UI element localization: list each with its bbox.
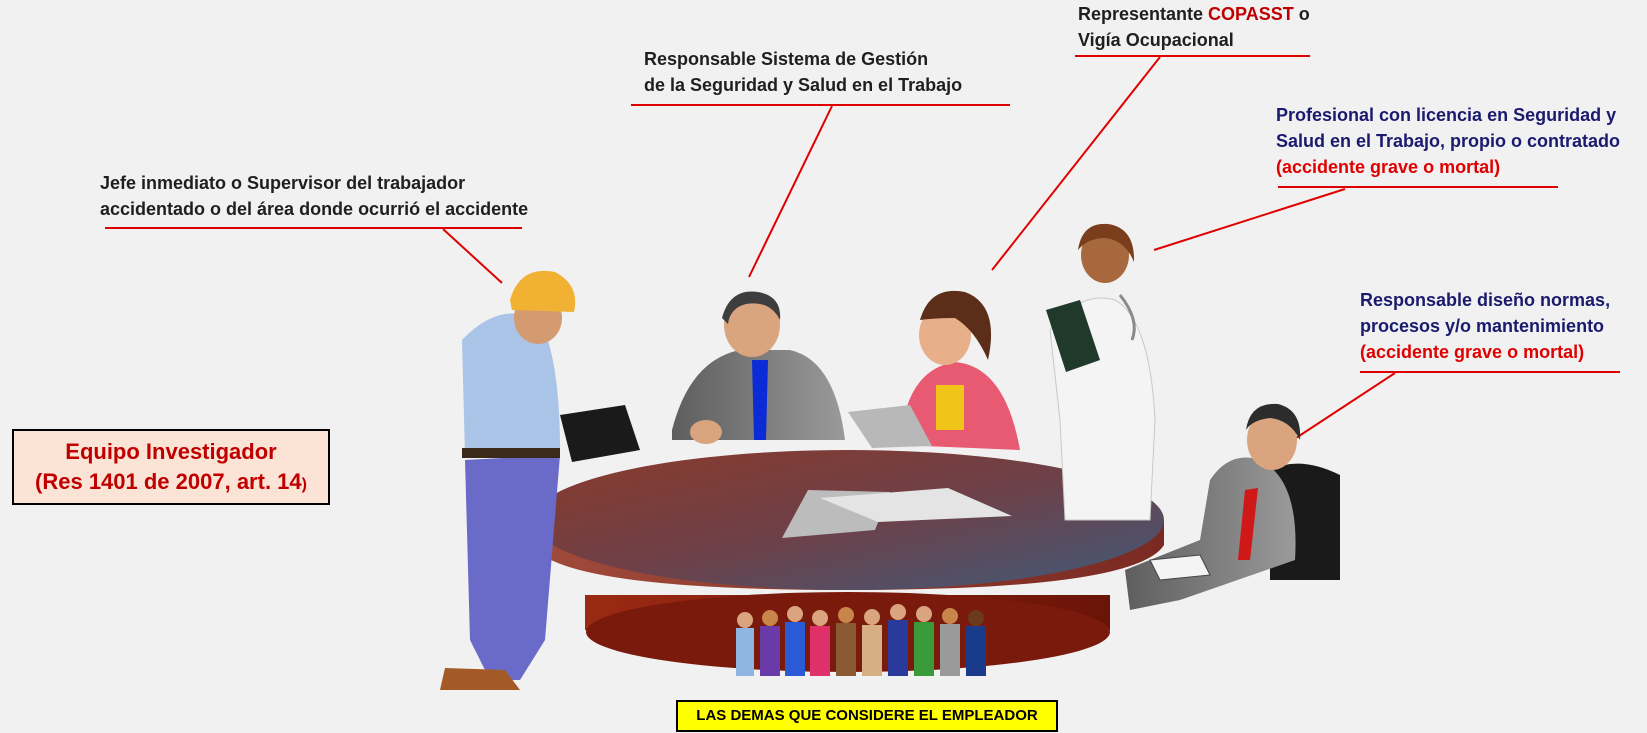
label-profesional-line2: Salud en el Trabajo, propio o contratado (1276, 131, 1621, 151)
label-sgsst-line2: de la Seguridad y Salud en el Trabajo (644, 75, 963, 95)
label-profesional: Profesional con licencia en Seguridad y … (1276, 102, 1620, 180)
label-copasst: Representante COPASST o Vigía Ocupaciona… (1078, 1, 1310, 53)
connector-diseno (1295, 372, 1396, 439)
equipo-subtitle-close: ) (301, 476, 307, 493)
label-profesional-line1: Profesional con licencia en Seguridad y (1276, 105, 1617, 125)
equipo-title: Equipo Investigador (65, 439, 277, 464)
connector-sgsst (748, 105, 833, 278)
label-jefe-line2: accidentado o del área donde ocurrió el … (100, 199, 529, 219)
label-jefe: Jefe inmediato o Supervisor del trabajad… (100, 170, 528, 222)
equipo-subtitle: (Res 1401 de 2007, art. 14) (14, 467, 328, 500)
equipo-investigador-box: Equipo Investigador (Res 1401 de 2007, a… (12, 429, 330, 505)
label-diseno-line3: (accidente grave o mortal) (1360, 342, 1585, 362)
doctor-figure (1046, 223, 1156, 521)
seated-woman-figure (848, 290, 1020, 450)
label-profesional-line3: (accidente grave o mortal) (1276, 157, 1501, 177)
label-copasst-line2: Vigía Ocupacional (1078, 30, 1234, 50)
connector-jefe (442, 228, 503, 284)
seated-man-figure (672, 291, 845, 444)
label-copasst-suffix: o (1293, 4, 1310, 24)
writing-man-figure (1125, 403, 1340, 610)
connector-profesional (1153, 188, 1346, 251)
label-sgsst: Responsable Sistema de Gestión de la Seg… (644, 46, 962, 98)
employee-group-figure (736, 604, 986, 676)
label-jefe-line1: Jefe inmediato o Supervisor del trabajad… (100, 173, 466, 193)
label-sgsst-line1: Responsable Sistema de Gestión (644, 49, 929, 69)
demas-empleador-box: LAS DEMAS QUE CONSIDERE EL EMPLEADOR (676, 700, 1058, 732)
label-diseno-line1: Responsable diseño normas, (1360, 290, 1611, 310)
connector-copasst (991, 56, 1161, 271)
equipo-subtitle-text: (Res 1401 de 2007, art. 14 (35, 469, 302, 494)
label-diseno: Responsable diseño normas, procesos y/o … (1360, 287, 1610, 365)
worker-figure (440, 270, 640, 690)
label-copasst-prefix: Representante (1078, 4, 1209, 24)
label-diseno-line2: procesos y/o mantenimiento (1360, 316, 1605, 336)
label-copasst-highlight: COPASST (1208, 4, 1294, 24)
connector-lines (105, 55, 1620, 439)
label-copasst-line1: Representante COPASST o (1078, 1, 1310, 27)
